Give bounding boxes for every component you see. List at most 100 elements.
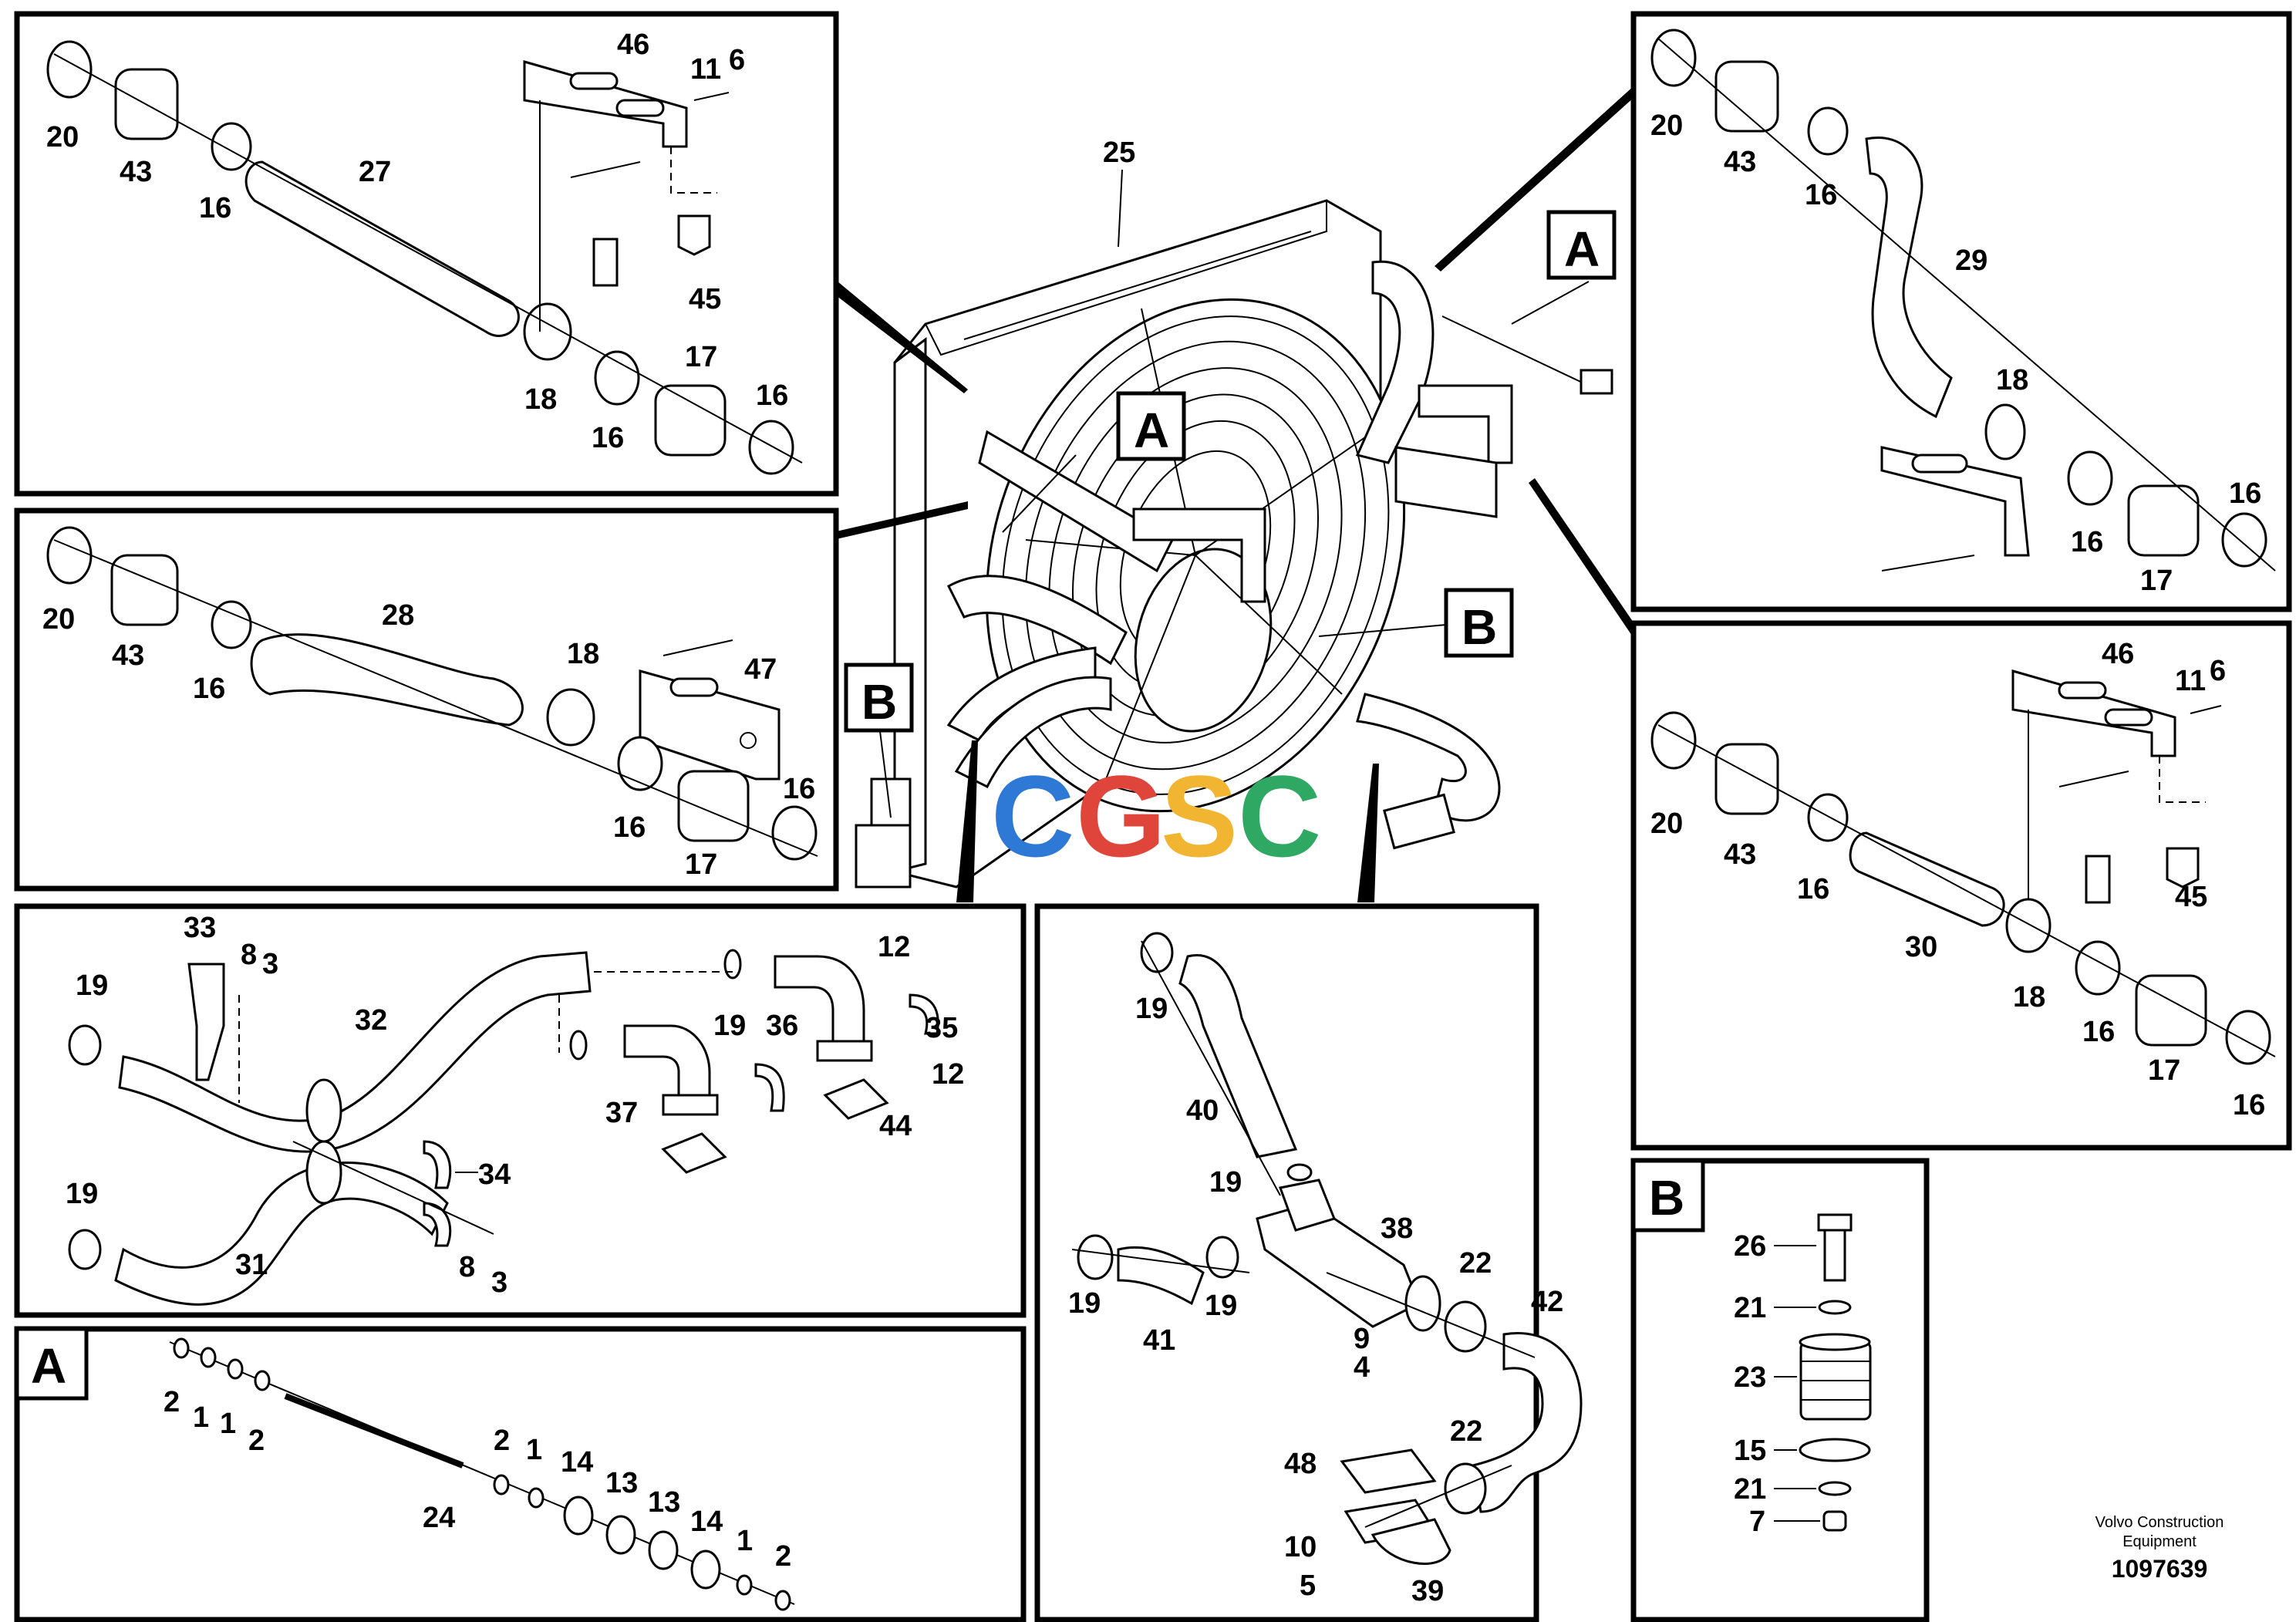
part-label: 2 <box>775 1540 791 1573</box>
part-label: 15 <box>1734 1435 1766 1467</box>
panel-mid-right: 46 11 6 20 43 16 30 45 18 16 17 16 <box>1630 620 2292 1151</box>
part-label: 6 <box>729 44 745 76</box>
part-label: 1 <box>193 1401 209 1434</box>
callout-pointer <box>1435 85 1635 271</box>
svg-text:A: A <box>1564 221 1600 277</box>
part-label: 43 <box>120 156 152 188</box>
watermark-letter: S <box>1161 751 1238 881</box>
part-label: 8 <box>459 1251 475 1283</box>
callout-a-box: A <box>1546 210 1617 280</box>
svg-text:B: B <box>861 674 897 730</box>
part-label: 25 <box>1103 137 1135 169</box>
part-label: 17 <box>685 341 717 373</box>
watermark-letter: C <box>991 751 1074 881</box>
part-label: 19 <box>1068 1287 1101 1320</box>
part-label: 5 <box>1300 1570 1316 1602</box>
part-label: 38 <box>1381 1212 1413 1245</box>
part-label: 24 <box>423 1502 455 1534</box>
panel-bottom-left: 33 8 3 19 32 36 12 35 12 37 44 19 34 31 … <box>14 903 1027 1318</box>
part-label: 36 <box>766 1010 798 1042</box>
detail-b-title: B <box>1649 1170 1684 1226</box>
part-label: 43 <box>112 639 144 672</box>
part-label: 14 <box>690 1506 723 1538</box>
part-label: 16 <box>1797 873 1829 905</box>
part-label: 48 <box>1284 1448 1317 1480</box>
part-label: 21 <box>1734 1473 1766 1506</box>
part-label: 3 <box>262 948 278 980</box>
part-label: 11 <box>2175 665 2206 697</box>
part-label: 13 <box>605 1467 638 1499</box>
part-label: 13 <box>648 1486 680 1519</box>
part-label: 27 <box>359 156 391 188</box>
part-label: 40 <box>1186 1094 1219 1127</box>
part-label: 3 <box>491 1266 507 1299</box>
part-label: 22 <box>1459 1247 1492 1280</box>
part-label: 19 <box>1135 993 1168 1025</box>
part-label: 16 <box>199 192 231 224</box>
part-label: 12 <box>878 931 910 963</box>
credit-line: Equipment <box>2122 1533 2197 1550</box>
part-label: 45 <box>689 283 721 315</box>
part-label: 28 <box>382 599 414 632</box>
part-label: 20 <box>1650 110 1683 142</box>
part-label: 7 <box>1749 1506 1765 1538</box>
part-label: 19 <box>1205 1290 1237 1322</box>
publisher-credit: Volvo Construction Equipment 1097639 <box>2095 1514 2224 1583</box>
part-label: 9 <box>1354 1323 1370 1355</box>
panel-bottom-center: 19 40 19 38 22 42 19 19 41 9 4 22 48 10 … <box>1034 903 1583 1622</box>
part-label: 16 <box>2233 1089 2265 1121</box>
callout-pointer <box>1529 478 1635 640</box>
part-label: 14 <box>561 1446 593 1479</box>
part-label: 16 <box>193 673 225 705</box>
part-label: 2 <box>494 1425 510 1457</box>
part-label: 18 <box>2013 981 2045 1013</box>
illustration-number: 1097639 <box>2112 1555 2208 1583</box>
part-label: 22 <box>1450 1415 1482 1448</box>
svg-text:B: B <box>1462 599 1497 655</box>
part-label: 6 <box>2210 655 2226 687</box>
part-label: 1 <box>220 1408 236 1440</box>
panel-mid-left: 20 43 16 28 18 47 16 17 16 <box>14 508 839 892</box>
svg-text:A: A <box>1134 403 1169 458</box>
part-label: 20 <box>1650 808 1683 840</box>
part-label: 16 <box>1805 179 1837 211</box>
part-label: 44 <box>879 1110 912 1142</box>
part-label: 20 <box>42 603 75 636</box>
part-label: 20 <box>46 121 79 153</box>
part-label: 35 <box>925 1012 958 1044</box>
part-label: 16 <box>783 773 815 805</box>
panel-detail-a: A 2 1 1 2 24 2 1 14 13 13 14 1 2 <box>14 1326 1027 1622</box>
part-label: 17 <box>685 848 717 881</box>
part-label: 43 <box>1724 146 1756 178</box>
part-label: 16 <box>613 811 646 844</box>
watermark-letter: C <box>1238 751 1321 881</box>
part-label: 18 <box>1996 364 2028 396</box>
part-label: 26 <box>1734 1230 1766 1263</box>
watermark: C G S C <box>991 751 1321 881</box>
panel-detail-b: B 26 21 23 15 21 7 <box>1630 1158 1930 1622</box>
panel-top-right: 20 43 16 29 18 16 17 16 <box>1630 11 2292 612</box>
callout-b-box: B <box>1444 588 1514 658</box>
part-label: 33 <box>184 912 216 944</box>
part-label: 45 <box>2175 881 2207 913</box>
part-label: 19 <box>1209 1166 1242 1199</box>
part-label: 23 <box>1734 1361 1766 1394</box>
part-label: 42 <box>1531 1286 1563 1318</box>
watermark-letter: G <box>1076 751 1166 881</box>
part-label: 47 <box>744 653 777 686</box>
part-label: 18 <box>567 638 599 670</box>
part-label: 43 <box>1724 838 1756 871</box>
part-label: 16 <box>2082 1016 2115 1048</box>
callout-pointer <box>956 740 978 902</box>
part-label: 1 <box>737 1525 753 1557</box>
part-label: 8 <box>241 939 257 971</box>
part-label: 39 <box>1411 1575 1444 1607</box>
part-label: 16 <box>2071 526 2103 558</box>
part-label: 19 <box>76 969 108 1002</box>
part-label: 16 <box>592 422 624 454</box>
part-label: 17 <box>2148 1054 2180 1087</box>
part-label: 19 <box>66 1178 98 1210</box>
part-label: 10 <box>1284 1531 1317 1563</box>
part-label: 41 <box>1143 1324 1175 1357</box>
